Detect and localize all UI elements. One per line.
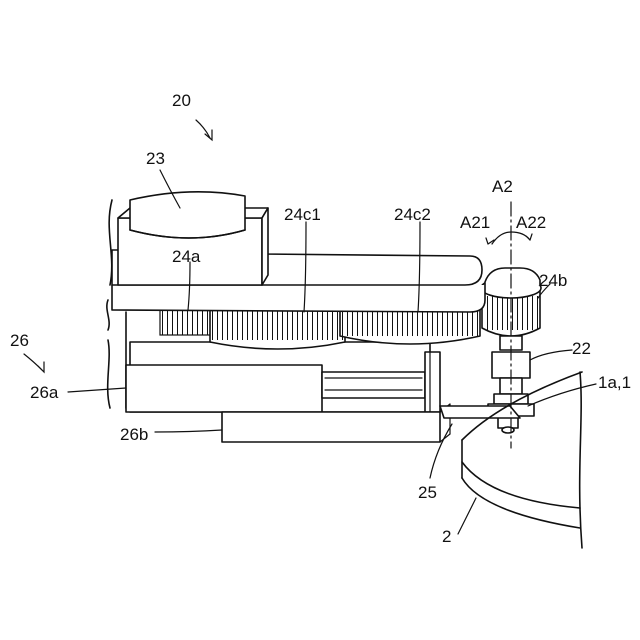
label-22: 22: [572, 339, 591, 358]
label-A2: A2: [492, 177, 513, 196]
label-24a: 24a: [172, 247, 201, 266]
motor: [118, 192, 268, 285]
label-1a-1: 1a,1: [598, 373, 631, 392]
label-23: 23: [146, 149, 165, 168]
label-20: 20: [172, 91, 191, 110]
label-A22: A22: [516, 213, 546, 232]
label-A21: A21: [460, 213, 490, 232]
label-25: 25: [418, 483, 437, 502]
arm: [440, 406, 520, 418]
label-26: 26: [10, 331, 29, 350]
label-24b: 24b: [539, 271, 567, 290]
label-26a: 26a: [30, 383, 59, 402]
label-24c1: 24c1: [284, 205, 321, 224]
label-26b: 26b: [120, 425, 148, 444]
label-24c2: 24c2: [394, 205, 431, 224]
rotary-table: [462, 372, 582, 548]
label-2: 2: [442, 527, 451, 546]
